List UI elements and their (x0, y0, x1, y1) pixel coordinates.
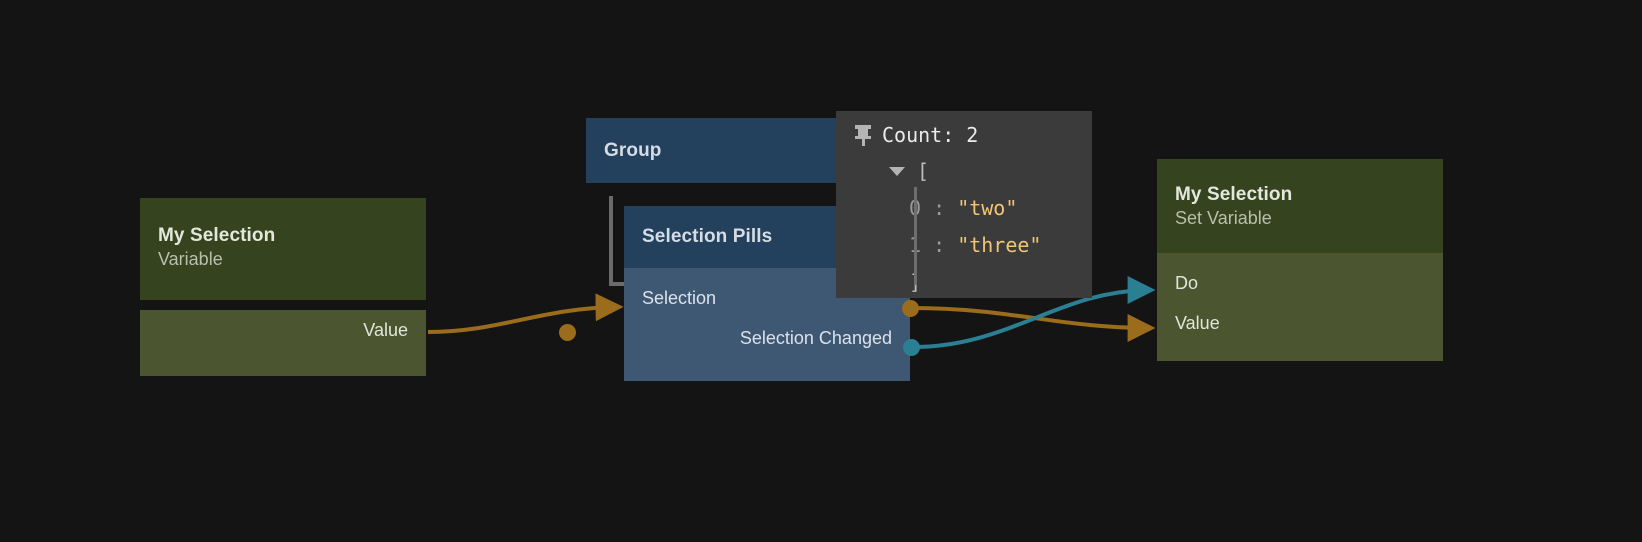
node-variable-body: Value (140, 310, 426, 376)
port-row-do-in[interactable]: Do (1157, 263, 1443, 303)
tooltip-entry-1-value: "three" (957, 233, 1042, 257)
wire-selection-to-value (911, 306, 1156, 342)
port-dot-variable-value[interactable] (559, 324, 576, 341)
group-bracket-horizontal (609, 282, 635, 286)
node-my-selection-variable[interactable]: My Selection Variable Value (140, 198, 576, 376)
node-pills-title: Selection Pills (642, 226, 773, 248)
port-row-selection-changed-out[interactable]: Selection Changed (624, 318, 910, 358)
tooltip-entry-1: 1 : "three" (854, 227, 1092, 264)
tooltip-entry-0-colon: : (933, 196, 946, 220)
port-dot-pills-selection-changed[interactable] (903, 339, 920, 356)
tooltip-tree: [ 0 : "two" 1 : "three" ] (836, 153, 1092, 301)
tooltip-open-bracket: [ (917, 159, 930, 183)
node-variable-header[interactable]: My Selection Variable (140, 198, 426, 300)
tooltip-entry-0: 0 : "two" (854, 190, 1092, 227)
tooltip-array-open[interactable]: [ (854, 153, 1092, 190)
port-row-value-out[interactable]: Value (140, 310, 426, 350)
port-label-selection-in: Selection (642, 287, 717, 308)
node-group-title: Group (604, 139, 662, 161)
tooltip-guide-line (914, 187, 917, 285)
port-label-value: Value (363, 319, 408, 340)
pin-icon[interactable] (854, 125, 872, 146)
node-setvar-subtitle: Set Variable (1175, 208, 1272, 229)
tooltip-entry-0-value: "two" (957, 196, 1018, 220)
node-variable-subtitle: Variable (158, 249, 223, 270)
node-setvar-body: Do Value (1157, 253, 1443, 361)
port-label-selection-changed: Selection Changed (739, 327, 892, 348)
port-label-do: Do (1175, 272, 1199, 293)
port-row-selection-in[interactable]: Selection (624, 278, 910, 318)
node-my-selection-set-variable[interactable]: My Selection Set Variable Do Value (1157, 159, 1443, 361)
node-setvar-title: My Selection (1175, 184, 1293, 205)
port-label-value-in: Value (1175, 312, 1220, 333)
tooltip-header: Count: 2 (836, 121, 1092, 153)
port-dot-pills-selection-out[interactable] (902, 300, 919, 317)
tooltip-count-label: Count: 2 (882, 123, 979, 147)
chevron-down-icon[interactable] (889, 167, 905, 176)
wire-value-to-selection (427, 293, 624, 334)
tooltip-array-close: ] (854, 264, 1092, 301)
tooltip-entry-1-colon: : (933, 233, 946, 257)
value-inspector-tooltip[interactable]: Count: 2 [ 0 : "two" 1 : (836, 111, 1092, 298)
node-setvar-header[interactable]: My Selection Set Variable (1157, 159, 1443, 253)
group-bracket (609, 196, 639, 286)
port-row-value-in[interactable]: Value (1157, 303, 1443, 343)
group-bracket-vertical (609, 196, 613, 286)
node-pills-body: Selection Selection Changed (624, 268, 910, 381)
node-variable-title: My Selection (158, 225, 276, 246)
